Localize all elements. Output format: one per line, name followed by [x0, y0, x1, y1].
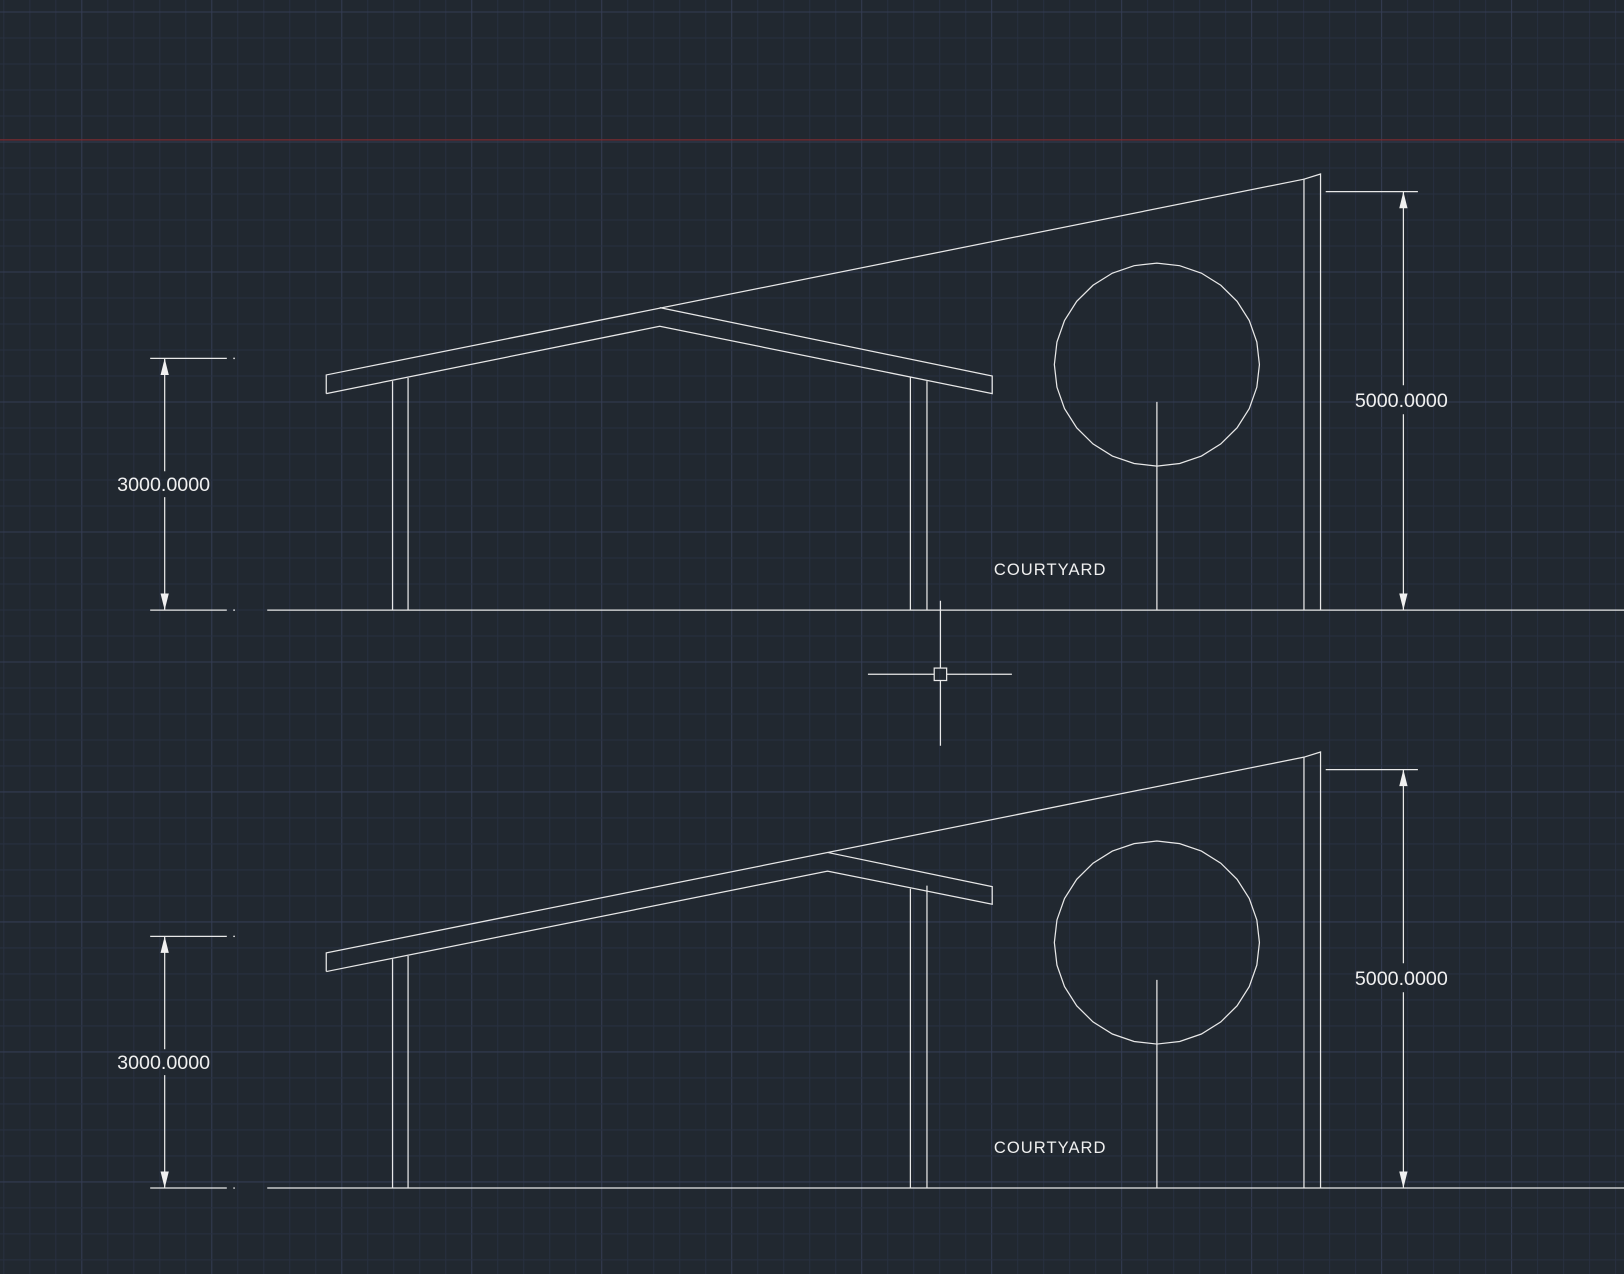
- elevation-1[interactable]: 3000.0000 COURTYARD 5000.0000: [117, 173, 1624, 611]
- wall: [1303, 751, 1322, 1189]
- dimension-text: 5000.0000: [1355, 968, 1448, 990]
- tree: [1053, 262, 1261, 611]
- columns: [391, 377, 928, 611]
- crosshair-cursor-icon: [867, 600, 1012, 746]
- dimension-5000[interactable]: 5000.0000: [1325, 768, 1448, 1189]
- dimension-3000[interactable]: 3000.0000: [117, 935, 235, 1189]
- dimension-5000[interactable]: 5000.0000: [1325, 190, 1448, 611]
- dimension-text: 5000.0000: [1355, 390, 1448, 412]
- dimension-text: 3000.0000: [117, 1052, 210, 1074]
- courtyard-label: COURTYARD: [994, 1138, 1107, 1157]
- tree: [1053, 840, 1261, 1189]
- dimension-3000[interactable]: 3000.0000: [117, 357, 235, 611]
- columns: [391, 885, 928, 1189]
- dimension-text: 3000.0000: [117, 474, 210, 496]
- roof: [325, 756, 1305, 973]
- elevation-2[interactable]: 3000.0000 COURTYARD 5000.0000: [117, 751, 1624, 1189]
- roof: [325, 178, 1305, 395]
- courtyard-label: COURTYARD: [994, 560, 1107, 579]
- wall: [1303, 173, 1322, 611]
